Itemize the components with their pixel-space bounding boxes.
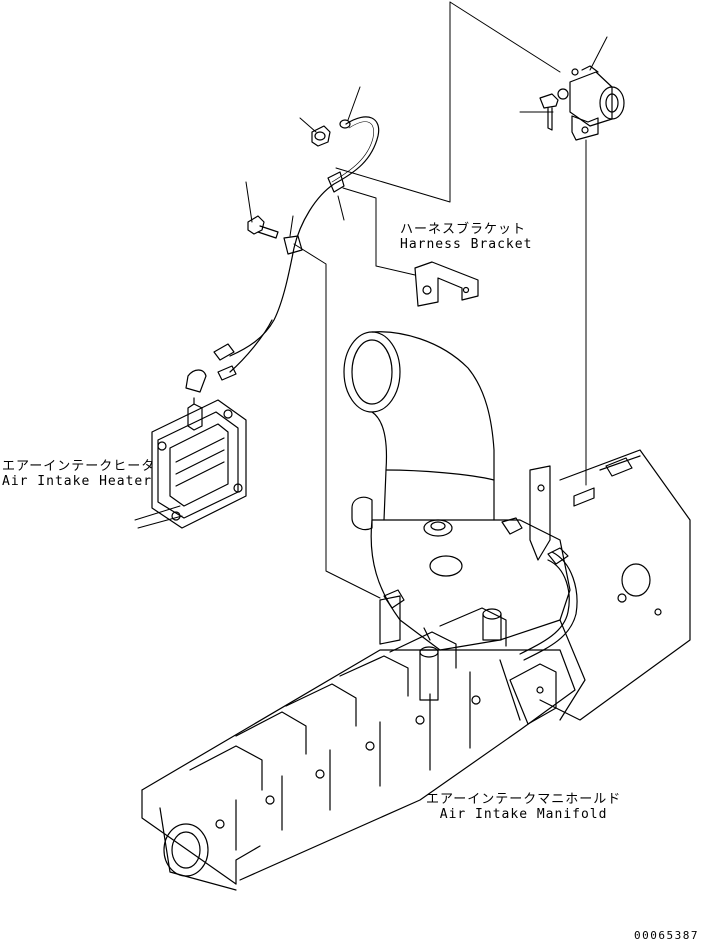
intake-elbow	[343, 331, 495, 521]
air-intake-heater	[151, 397, 247, 529]
harness-clamp-lower	[283, 235, 303, 255]
heater-relay	[557, 65, 625, 141]
harness-bolt-top	[311, 125, 331, 147]
air-intake-manifold-label-ja: エアーインテークマニホールド	[426, 792, 622, 807]
harness-bracket-label-en: Harness Bracket	[400, 237, 533, 252]
harness-bolt-lower	[247, 215, 279, 239]
intake-housing	[351, 496, 571, 651]
harness-clamp-upper	[327, 171, 345, 193]
cylinder-head	[529, 449, 691, 721]
harness-bracket	[414, 261, 479, 307]
air-intake-manifold-label: エアーインテークマニホールド Air Intake Manifold	[426, 792, 621, 822]
air-intake-heater-label-en: Air Intake Heater	[2, 474, 153, 489]
air-intake-heater-label-ja: エアーインテークヒータ	[2, 459, 156, 474]
harness-bracket-label-ja: ハーネスブラケット	[400, 222, 527, 237]
leader-lines	[134, 1, 608, 599]
supply-pipe	[519, 551, 578, 661]
harness-wire	[229, 116, 380, 373]
relay-bolt	[539, 93, 559, 131]
harness-terminals	[185, 343, 237, 393]
harness-bracket-label: ハーネスブラケット Harness Bracket	[400, 222, 532, 252]
air-intake-heater-label: エアーインテークヒータ Air Intake Heater	[2, 459, 155, 489]
drawing-code: 00065387	[634, 929, 699, 942]
air-intake-manifold	[141, 595, 576, 891]
air-intake-manifold-label-en: Air Intake Manifold	[439, 807, 608, 822]
